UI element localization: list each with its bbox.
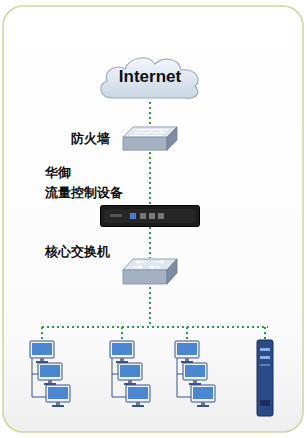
- pc-group: [175, 341, 215, 407]
- firewall-node: 防火墙: [122, 126, 178, 152]
- background-panel: [3, 6, 303, 432]
- server-tower: [257, 340, 273, 416]
- pc-group: [30, 341, 70, 407]
- device-label: 华御 流量控制设备: [45, 163, 127, 203]
- node-shape: [122, 258, 178, 286]
- device-label: 防火墙: [71, 129, 110, 149]
- device-chassis: [101, 206, 200, 227]
- pc-group: [110, 341, 150, 407]
- device-label: 核心交换机: [45, 242, 110, 262]
- firewall-icon: [123, 127, 177, 150]
- link-line: [149, 152, 151, 205]
- device-node: 华御 流量控制设备: [100, 205, 200, 227]
- link-line: [149, 227, 151, 258]
- node-shape: [122, 126, 178, 152]
- link-line: [149, 102, 151, 126]
- switch-node: 核心交换机: [122, 258, 178, 286]
- network-bus: [42, 287, 268, 340]
- node-label: Internet: [95, 52, 205, 102]
- switch-icon: [123, 259, 177, 284]
- cloud-node: Internet: [95, 52, 205, 102]
- node-shape: [100, 205, 200, 227]
